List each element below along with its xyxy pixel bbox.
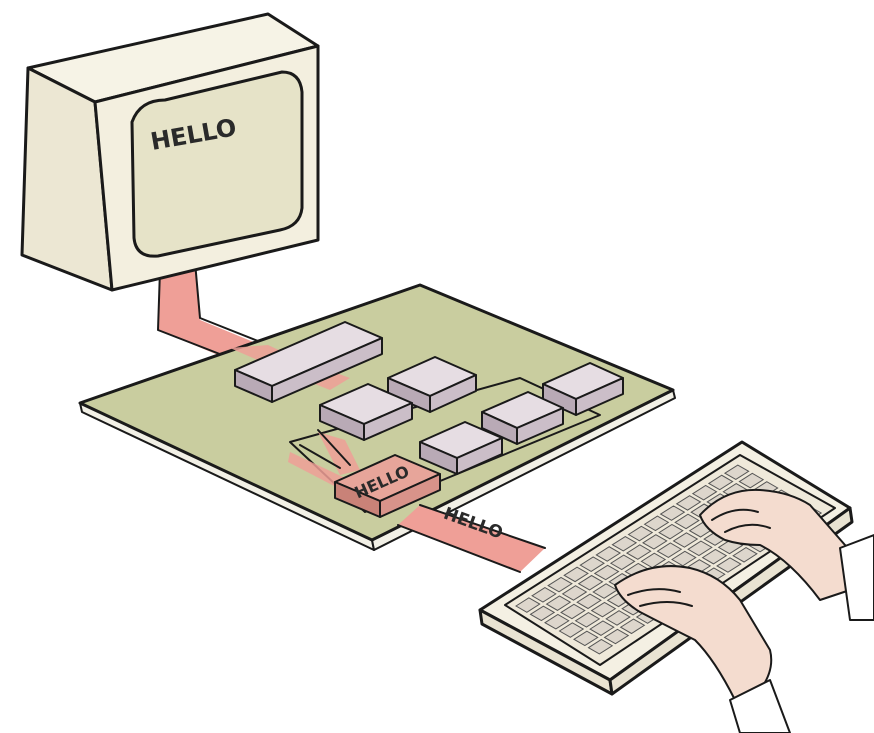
monitor-screen (132, 72, 302, 256)
monitor: HELLO (22, 14, 318, 290)
keyboard-cable: HELLO (398, 504, 545, 572)
